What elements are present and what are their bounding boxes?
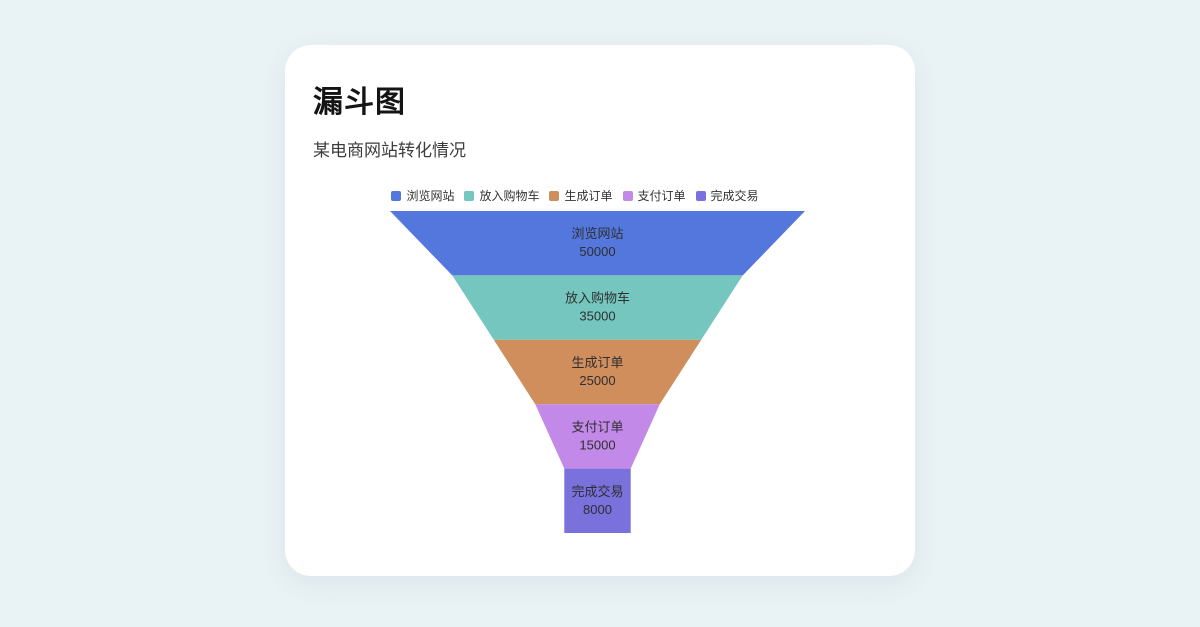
funnel-segment-value: 35000 (579, 309, 615, 324)
funnel-segment-2[interactable] (452, 275, 743, 340)
legend-item-1[interactable]: 浏览网站 (391, 187, 454, 204)
legend-item-label: 浏览网站 (406, 189, 455, 203)
legend-item-label: 生成订单 (564, 189, 613, 203)
funnel-segment-name: 放入购物车 (565, 291, 630, 306)
legend-swatch-icon (549, 190, 560, 201)
chart-title: 漏斗图 (313, 86, 406, 119)
funnel-segment-value: 15000 (579, 437, 615, 452)
legend-item-label: 支付订单 (637, 189, 686, 203)
legend: 浏览网站 放入购物车 生成订单 支付订单 完成交易 (260, 187, 890, 204)
funnel-segment-5[interactable] (564, 468, 631, 533)
funnel-segment-4[interactable] (535, 404, 660, 469)
legend-swatch-icon (391, 190, 402, 201)
legend-item-5[interactable]: 完成交易 (695, 187, 759, 204)
funnel-chart: 浏览网站 50000 放入购物车 35000 生成订单 25000 支付订单 15000 完成交… (390, 211, 805, 533)
legend-item-3[interactable]: 生成订单 (549, 187, 613, 204)
funnel-segment-3[interactable] (493, 339, 702, 405)
funnel-segment-name: 生成订单 (571, 355, 623, 370)
funnel-segment-name: 完成交易 (571, 484, 623, 499)
funnel-segment-value: 8000 (583, 502, 612, 517)
chart-card: 漏斗图 某电商网站转化情况 浏览网站放入购物车生成订单支付订单完成交易 浏览网站… (285, 45, 915, 576)
funnel-segment-value: 25000 (579, 373, 615, 388)
legend-item-label: 放入购物车 (479, 189, 540, 203)
funnel-segment-1[interactable] (390, 211, 805, 276)
chart-subtitle: 某电商网站转化情况 (313, 141, 466, 160)
legend-swatch-icon (464, 190, 475, 201)
legend-item-label: 完成交易 (710, 189, 759, 203)
funnel-segment-value: 50000 (579, 244, 615, 259)
legend-item-2[interactable]: 放入购物车 (464, 187, 539, 204)
legend-swatch-icon (622, 190, 633, 201)
legend-item-4[interactable]: 支付订单 (622, 187, 686, 204)
legend-swatch-icon (695, 190, 706, 201)
funnel-segment-name: 支付订单 (571, 419, 623, 434)
funnel-segment-name: 浏览网站 (571, 226, 623, 241)
